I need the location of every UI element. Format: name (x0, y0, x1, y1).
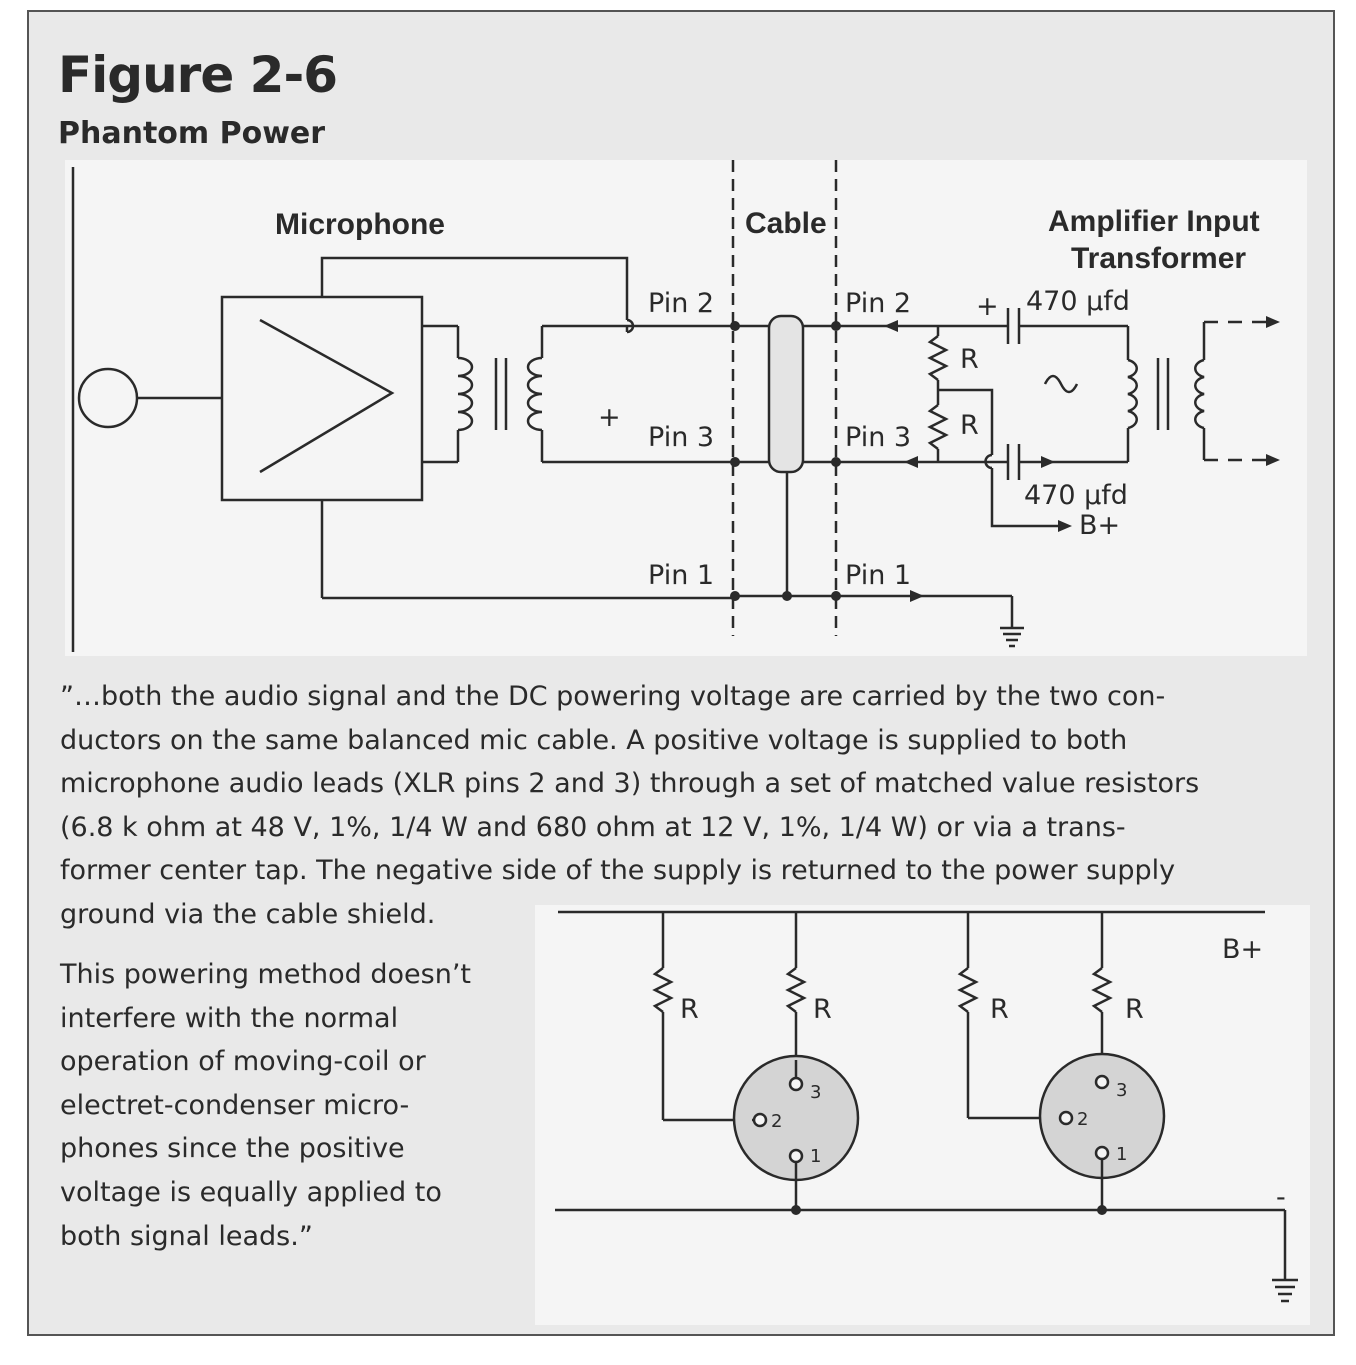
quote-line: ”…both the audio signal and the DC power… (60, 681, 1166, 712)
quote-line: ductors on the same balanced mic cable. … (60, 724, 1128, 756)
quote-line: (6.8 k ohm at 48 V, 1%, 1/4 W and 680 oh… (60, 811, 1126, 843)
mic-transformer-secondary-icon (526, 356, 543, 432)
bottom-resistor-label-2: R (813, 994, 832, 1025)
quote-line: electret-condenser micro- (60, 1089, 410, 1121)
bottom-resistor-label-4: R (1125, 994, 1144, 1025)
figure-subtitle: Phantom Power (58, 116, 326, 151)
xlr-right-pin3-label: 3 (1116, 1080, 1127, 1101)
mic-plus-sign: + (598, 402, 621, 433)
cable-label: Cable (745, 207, 827, 240)
ac-signal-icon (1043, 374, 1079, 394)
capacitor-bottom-label: 470 µfd (1024, 480, 1128, 511)
pin2-left-label: Pin 2 (648, 288, 714, 319)
resistor-r1-label: R (960, 344, 979, 375)
circuit-panel-top (65, 160, 1307, 656)
quote-line: voltage is equally applied to (60, 1176, 442, 1208)
pin1-right-label: Pin 1 (845, 560, 911, 591)
arrow-icon (1266, 454, 1280, 466)
cap-plus-sign: + (976, 291, 999, 322)
resistor-icon (927, 404, 949, 450)
xlr-left-pin3-label: 3 (810, 1082, 821, 1103)
bottom-minus-label: - (1276, 1182, 1286, 1213)
quote-line: ground via the cable shield. (60, 898, 436, 930)
xlr-right-pin1-label: 1 (1116, 1144, 1127, 1165)
pin2-right-label: Pin 2 (845, 288, 911, 319)
b-plus-label: B+ (1079, 510, 1120, 541)
bottom-resistor-label-1: R (680, 994, 699, 1025)
pin3-right-label: Pin 3 (845, 422, 911, 453)
resistor-r2-label: R (960, 410, 979, 441)
arrow-icon (910, 590, 924, 602)
quote-line: operation of moving-coil or (60, 1046, 426, 1078)
xlr-left-pin1-label: 1 (810, 1146, 821, 1167)
amplifier-label-line1: Amplifier Input (1048, 205, 1260, 238)
pin1-left-label: Pin 1 (648, 560, 714, 591)
input-transformer-primary-icon (1127, 358, 1138, 430)
xlr-left-pin2-label: 2 (771, 1111, 782, 1132)
bottom-b-plus-label: B+ (1222, 934, 1263, 965)
resistor-icon (652, 967, 674, 1013)
xlr-right-pin2-label: 2 (1077, 1109, 1088, 1130)
quote-line: both signal leads.” (60, 1220, 313, 1252)
figure-title: Figure 2-6 (58, 46, 338, 104)
amplifier-label-line2: Transformer (1071, 242, 1246, 275)
mic-transformer-primary-icon (457, 356, 474, 432)
quote-line: This powering method doesn’t (60, 959, 472, 990)
resistor-icon (957, 967, 979, 1013)
amplifier-triangle-icon (259, 318, 395, 474)
quote-line: former center tap. The negative side of … (60, 855, 1176, 887)
resistor-icon (927, 335, 949, 381)
quote-paragraph-2: This powering method doesn’t interfere w… (60, 953, 530, 1258)
quote-line: interfere with the normal (60, 1002, 399, 1034)
input-transformer-secondary-icon (1194, 358, 1205, 430)
arrow-icon (1041, 456, 1055, 468)
capacitor-top-label: 470 µfd (1026, 286, 1130, 317)
arrow-icon (1266, 316, 1280, 328)
resistor-icon (1091, 967, 1113, 1013)
arrow-icon (904, 456, 918, 468)
quote-line: microphone audio leads (XLR pins 2 and 3… (60, 768, 1200, 800)
resistor-icon (785, 967, 807, 1013)
bottom-resistor-label-3: R (990, 994, 1009, 1025)
pin3-left-label: Pin 3 (648, 422, 714, 453)
quote-line: phones since the positive (60, 1133, 405, 1165)
arrow-icon (1058, 520, 1072, 532)
quote-paragraph-1: ”…both the audio signal and the DC power… (60, 675, 1290, 937)
arrow-icon (884, 320, 898, 332)
microphone-label: Microphone (275, 208, 445, 241)
